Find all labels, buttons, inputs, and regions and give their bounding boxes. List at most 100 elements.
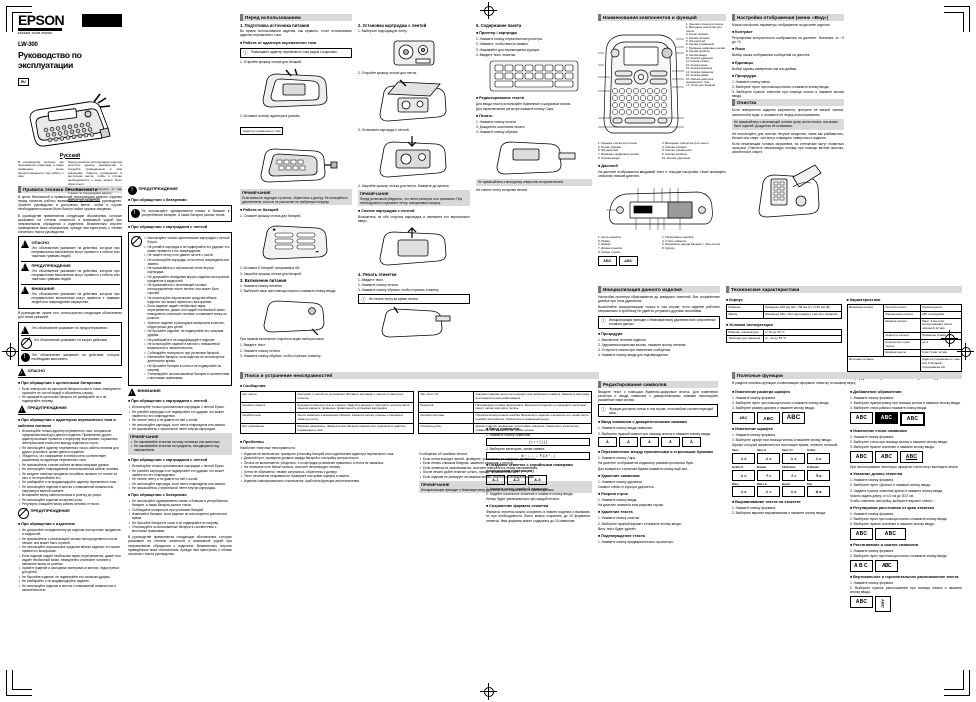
safety-levels-box: ОПАСНО Это обозначение указывает на дейс… xyxy=(18,236,122,310)
message-key: Слишком длин. xyxy=(417,422,475,435)
message-key: Крышка открыта xyxy=(239,401,297,414)
component-label: 7. Буквенно-цифровые кнопки xyxy=(686,45,726,50)
font-preview: A a xyxy=(807,486,830,498)
serial-s2: 2. Задайте начальное значение и нажмите … xyxy=(486,491,574,496)
label-sample: Ä xyxy=(661,437,680,448)
step4b-s1: 1. Введите текст. xyxy=(358,277,384,282)
list-item: Не используйте адаптер переменного тока … xyxy=(19,446,122,454)
preview-title: Подтверждение текста xyxy=(598,533,718,539)
font-s2: 2. Выберите шрифт при помощи кнопок и на… xyxy=(732,438,832,443)
legend-item: 7. Буквенно-цифровые кнопки xyxy=(598,152,640,157)
init-note-text: Инициализация приводит к безвозвратному … xyxy=(609,318,716,327)
vertical-title: Вертикальное и горизонтальное расположен… xyxy=(850,574,962,580)
prohibition-icon xyxy=(18,508,29,520)
message-key: Перегрев xyxy=(417,401,475,414)
list-item: Не тяните ленту и не давите на неё с сил… xyxy=(129,418,232,422)
tape-list-2: Используйте только оригинальные картридж… xyxy=(128,464,232,490)
battery-s1: 1. Снимите крышку отсека для батарей. xyxy=(240,214,302,219)
serial-s1: 1. Нажмите кнопку серийной нумерации. xyxy=(486,486,549,491)
spec-value: Примерно 168 мм (Ш) × 58 мм (Г) × 156 мм… xyxy=(762,304,842,312)
component-label: 13. Кнопка формата xyxy=(686,66,713,71)
label-sample: ABC xyxy=(850,595,873,608)
list-item: Не наклеивайте этикетки на кожу человека… xyxy=(131,440,230,444)
prohibit-title: ПРЕДУПРЕЖДЕНИЕ xyxy=(30,508,70,514)
tape-list: Используйте только оригинальные картридж… xyxy=(144,236,230,380)
registration-mark-left xyxy=(2,343,19,360)
cleartext-s2: 2. Выберите нужный вариант и нажмите кно… xyxy=(598,521,682,526)
spec-key: Размеры xyxy=(726,304,764,312)
print-extra-1: Не тяните ленту во время печати. xyxy=(476,187,529,192)
language-line: Русский xyxy=(59,152,81,159)
step3-s2: 2. Выберите язык при помощи кнопок и наж… xyxy=(240,289,337,294)
init-note: ⓘ Инициализация приводит к безвозвратном… xyxy=(598,315,720,329)
list-item: Не используйте изделие в местах с повыше… xyxy=(144,342,230,350)
font-title: Изменение шрифта xyxy=(732,426,844,432)
battery-subtitle: При обращении с батареями xyxy=(128,197,232,203)
remove-cartridge-text: Возьмитесь за обе стороны картриджа и из… xyxy=(358,215,470,224)
setting-text: Регулировка контрастности изображения на… xyxy=(732,36,844,45)
cleaning-p1: Если поверхность изделия загрязнена, про… xyxy=(732,108,844,117)
ac-note-text: Размещайте адаптер переменного тока рядо… xyxy=(251,50,338,55)
legend-item: 4. Стиль символа xyxy=(662,238,687,243)
linebreak-text: На дисплее появится знак разрыва строки. xyxy=(598,503,665,508)
list-item: Регулярно очищайте вилку кабеля питания … xyxy=(19,502,122,506)
saveformat-text: Форматы этикеток можно сохранять в памят… xyxy=(486,510,590,523)
troubleshooting-note: ПРИМЕЧАНИЕ Инициализация приводит к безв… xyxy=(419,480,592,494)
ac-adapter-label: Адаптер переменного тока xyxy=(240,126,284,135)
problems-subtitle: Проблемы xyxy=(240,439,592,445)
font-name: LB Roman xyxy=(782,465,796,469)
display-legend: 1. Кегль шрифта 2. Начертание шрифта 3. … xyxy=(598,234,726,255)
legend-item: 8. Кнопка пробела xyxy=(662,152,688,157)
margin-title: Регулировка расстояния от края этикетки xyxy=(850,505,962,511)
safety-symbol-row: Это обозначение указывает на предостереж… xyxy=(20,324,120,337)
caution-triangle-icon xyxy=(20,325,30,334)
warning-title: ПРЕДУПРЕЖДЕНИЕ xyxy=(27,405,67,411)
font-name: Retro It. xyxy=(757,482,768,486)
safety-level-title: ПРЕДУПРЕЖДЕНИЕ xyxy=(31,263,71,269)
safety-symbol-row: Это обозначение указывает на действие, к… xyxy=(20,351,120,363)
battery-cover-illustration xyxy=(262,68,328,108)
symbols-row-1: ( ) < > [ ] { } xyxy=(486,438,590,447)
spec-key: Ширина ленты xyxy=(883,349,921,358)
battery-list: Не используйте одновременно новые и бывш… xyxy=(128,499,232,533)
length-s1: 1. Нажмите кнопку формата. xyxy=(850,478,894,483)
section-header-before-use: Перед использованием xyxy=(240,14,352,21)
spec-value: Примерно 540 г (без картриджа с лентой и… xyxy=(762,310,842,319)
legend-item: 4. Кнопка питания xyxy=(662,144,687,149)
list-item: Не используйте аэрозольные средства вбли… xyxy=(19,545,122,553)
list-item: Извлекайте батареи, если изделие не испо… xyxy=(144,355,230,363)
legend-item: 7. Длина этикетки xyxy=(598,245,623,250)
legend-item: 2. Начертание шрифта xyxy=(662,234,694,239)
safety-symbol-text: Это обозначение указывает на действие, к… xyxy=(31,352,120,361)
component-label: 8. Кнопка пробела xyxy=(686,49,710,54)
specs-body-title: Корпус xyxy=(726,297,842,303)
procedure-s3: 3. Выберите нужное значение при помощи к… xyxy=(732,90,844,99)
support-link[interactable]: www.epson.ru/support xyxy=(67,196,101,201)
cut-label-illustration xyxy=(381,306,451,338)
model-name: LW-300 xyxy=(18,41,38,48)
spec-key: Разрешение печати xyxy=(883,310,921,319)
table-row: Механизм печати Способ печати Термоперен… xyxy=(846,303,963,358)
list-item: Изделие самопроизвольно отключается: сра… xyxy=(241,479,413,483)
style-s1: 1. Нажмите кнопку формата. xyxy=(850,435,894,440)
safety-level-title: ОПАСНО xyxy=(31,240,50,246)
font-preview: A a xyxy=(782,469,805,481)
legend-item: 2. Выходное отверстие для ленты xyxy=(662,141,709,145)
spec-key: Скорость печати xyxy=(883,331,921,340)
step1-notice-title: ПРИМЕЧАНИЕ xyxy=(242,190,271,196)
font-preview: A a xyxy=(757,469,780,481)
stretch-s2: 2. Выберите пункт при помощи кнопок и на… xyxy=(850,554,948,559)
list-item: Не наклеивайте этикетки на предметы, нах… xyxy=(131,444,230,452)
margin-s3: 3. Выберите нужное значение и нажмите кн… xyxy=(850,522,935,527)
list-item: Не бросайте изделие, не подвергайте его … xyxy=(19,575,122,579)
frame-s1: 1. Нажмите кнопку формата. xyxy=(850,396,894,401)
component-label: 10. Кнопка удаления xyxy=(686,56,713,61)
safety-symbol-row: Это обозначение указывает на запрет дейс… xyxy=(20,336,120,352)
safety-symbol-text: Это обозначение указывает на предостереж… xyxy=(31,325,108,330)
